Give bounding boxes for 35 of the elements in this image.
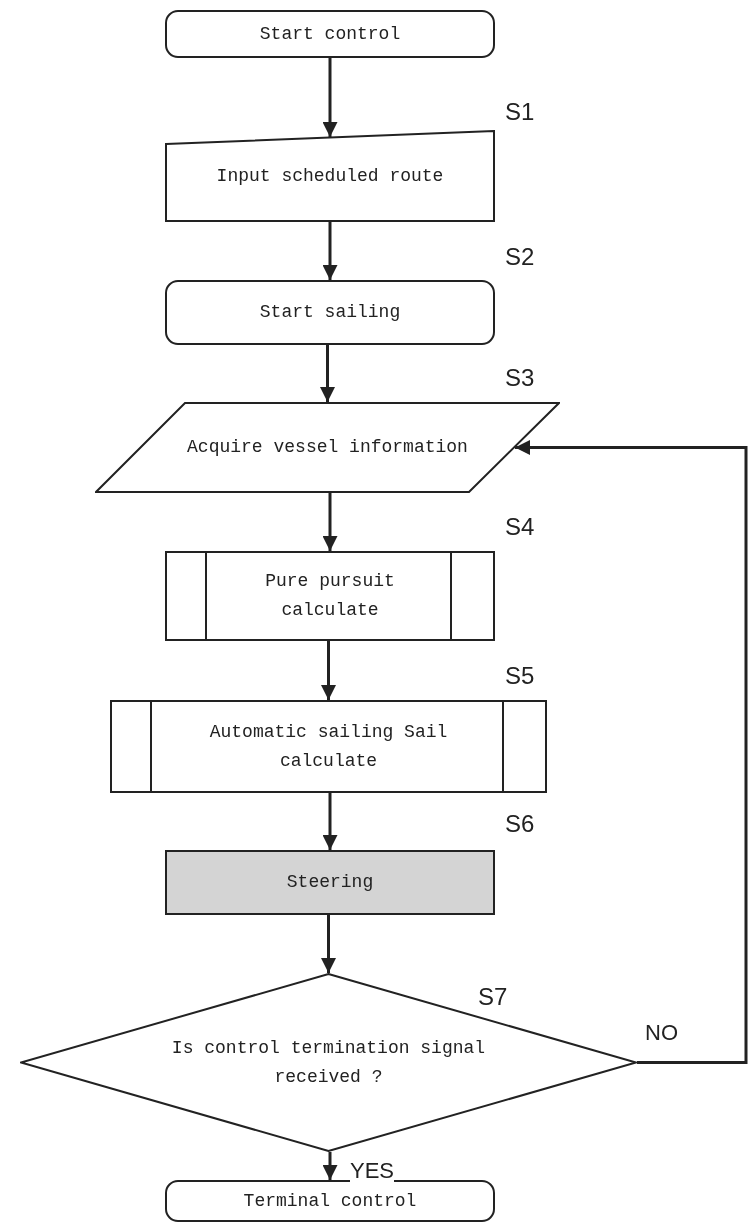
step-number: S1 — [505, 100, 535, 124]
step-text: Is control termination signal received ? — [170, 1036, 487, 1089]
arrow — [321, 915, 336, 973]
terminal-box — [165, 10, 495, 58]
data-parallelogram — [95, 402, 560, 493]
step-number: S5 — [505, 664, 535, 688]
arrow — [322, 493, 338, 551]
arrow — [320, 345, 335, 402]
terminal-box — [165, 280, 495, 345]
arrow — [322, 58, 338, 137]
step-text: Steering — [286, 871, 374, 895]
step-number: S4 — [505, 515, 535, 539]
step-text: Terminal control — [243, 1189, 417, 1213]
step-text: Start sailing — [259, 301, 401, 325]
predefined-process-box — [110, 700, 547, 793]
step-text: Input scheduled route — [216, 164, 444, 188]
step-number: S3 — [505, 366, 535, 390]
arrow — [322, 222, 338, 280]
decision-diamond — [20, 973, 637, 1152]
step-number: S6 — [505, 812, 535, 836]
step-text: Pure pursuit calculate — [264, 570, 396, 622]
edge-label: YES — [350, 1160, 395, 1182]
manual-input-box — [165, 130, 495, 222]
arrow — [515, 440, 748, 1064]
predefined-process-box — [165, 551, 495, 641]
step-text: Automatic sailing Sail calculate — [208, 720, 449, 773]
step-number: S7 — [478, 985, 508, 1009]
step-text: Start control — [259, 22, 401, 46]
terminal-box — [165, 1180, 495, 1222]
step-number: S2 — [505, 245, 535, 269]
step-text: Acquire vessel information — [187, 436, 468, 460]
arrow — [322, 793, 338, 850]
arrow — [322, 1152, 338, 1180]
arrow — [321, 641, 336, 700]
process-box — [165, 850, 495, 915]
